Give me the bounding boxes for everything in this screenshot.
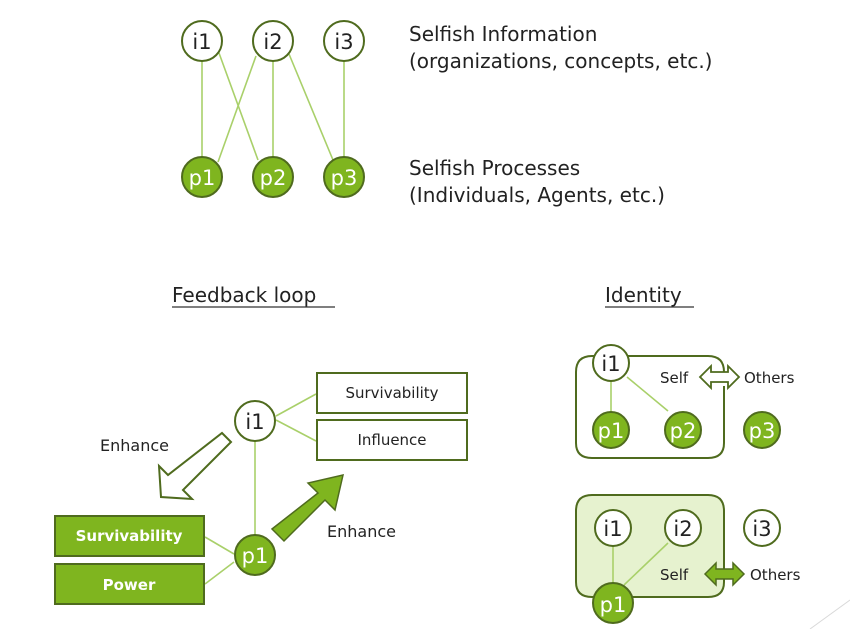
info-node-i2: i2 [252,20,294,62]
identity1-edge-i1-p2 [626,376,669,412]
feedback-loop-title: Feedback loop [172,283,316,307]
top-edges [201,52,345,163]
edge-i2-p3 [288,53,334,161]
identity1-node-p3: p3 [743,411,781,449]
node-label: i1 [603,517,622,541]
edge-p1-survivability [204,536,235,555]
node-label: p2 [260,166,287,190]
identity1-node-p1: p1 [592,411,630,449]
identity1-self-label: Self [660,369,689,387]
enhance-label-right: Enhance [327,522,396,541]
node-label: p1 [600,593,627,617]
process-label-subtitle: (Individuals, Agents, etc.) [409,183,665,207]
identity2-others-label: Others [750,566,801,584]
identity-title: Identity [605,283,682,307]
process-box-power: Power [54,563,205,605]
node-label: i2 [673,517,692,541]
edge-i1-survivability [275,393,317,417]
enhance-label-left: Enhance [100,436,169,455]
node-label: p3 [331,166,358,190]
identity1-others-label: Others [744,369,795,387]
node-label: i1 [601,352,620,376]
identity2-node-p1: p1 [592,582,634,624]
node-label: p2 [670,419,697,443]
node-label: p3 [749,419,776,443]
edge-i2-p1 [217,55,257,163]
identity2-self-group [575,494,725,598]
box-label: Power [103,576,156,594]
identity1-node-p2: p2 [664,411,702,449]
feedback-process-node-p1: p1 [234,534,276,576]
identity2-edge-i2-p1 [623,542,669,586]
edge-p1-power [204,561,235,585]
node-label: i1 [192,30,211,54]
identity1-node-i1: i1 [592,344,630,382]
info-box-survivability: Survivability [316,372,468,414]
identity2-double-arrow-icon [703,561,746,587]
enhance-arrow-hollow-icon [157,431,233,501]
edge-i1-influence [275,419,317,442]
identity2-node-i3: i3 [743,509,781,547]
identity2-node-i1: i1 [594,509,632,547]
node-label: p1 [189,166,216,190]
process-node-p2: p2 [252,156,294,198]
enhance-arrow-filled-icon [270,474,344,543]
identity2-self-label: Self [660,566,689,584]
process-label-title: Selfish Processes [409,156,580,180]
identity1-double-arrow-icon [698,363,741,391]
node-label: p1 [598,419,625,443]
node-label: i3 [752,517,771,541]
process-node-p1: p1 [181,156,223,198]
node-label: i3 [334,30,353,54]
decorative-corner-line [809,599,850,629]
node-label: p1 [242,544,269,568]
process-box-survivability: Survivability [54,515,205,557]
info-box-influence: Influence [316,419,468,461]
box-label: Survivability [345,384,438,402]
process-node-p3: p3 [323,156,365,198]
box-label: Influence [357,431,426,449]
info-label-title: Selfish Information [409,22,597,46]
info-label-subtitle: (organizations, concepts, etc.) [409,49,712,73]
info-node-i1: i1 [181,20,223,62]
box-label: Survivability [76,527,183,545]
node-label: i2 [263,30,282,54]
feedback-info-node-i1: i1 [234,400,276,442]
identity2-node-i2: i2 [664,509,702,547]
feedback-edges [204,393,317,585]
info-node-i3: i3 [323,20,365,62]
node-label: i1 [245,410,264,434]
